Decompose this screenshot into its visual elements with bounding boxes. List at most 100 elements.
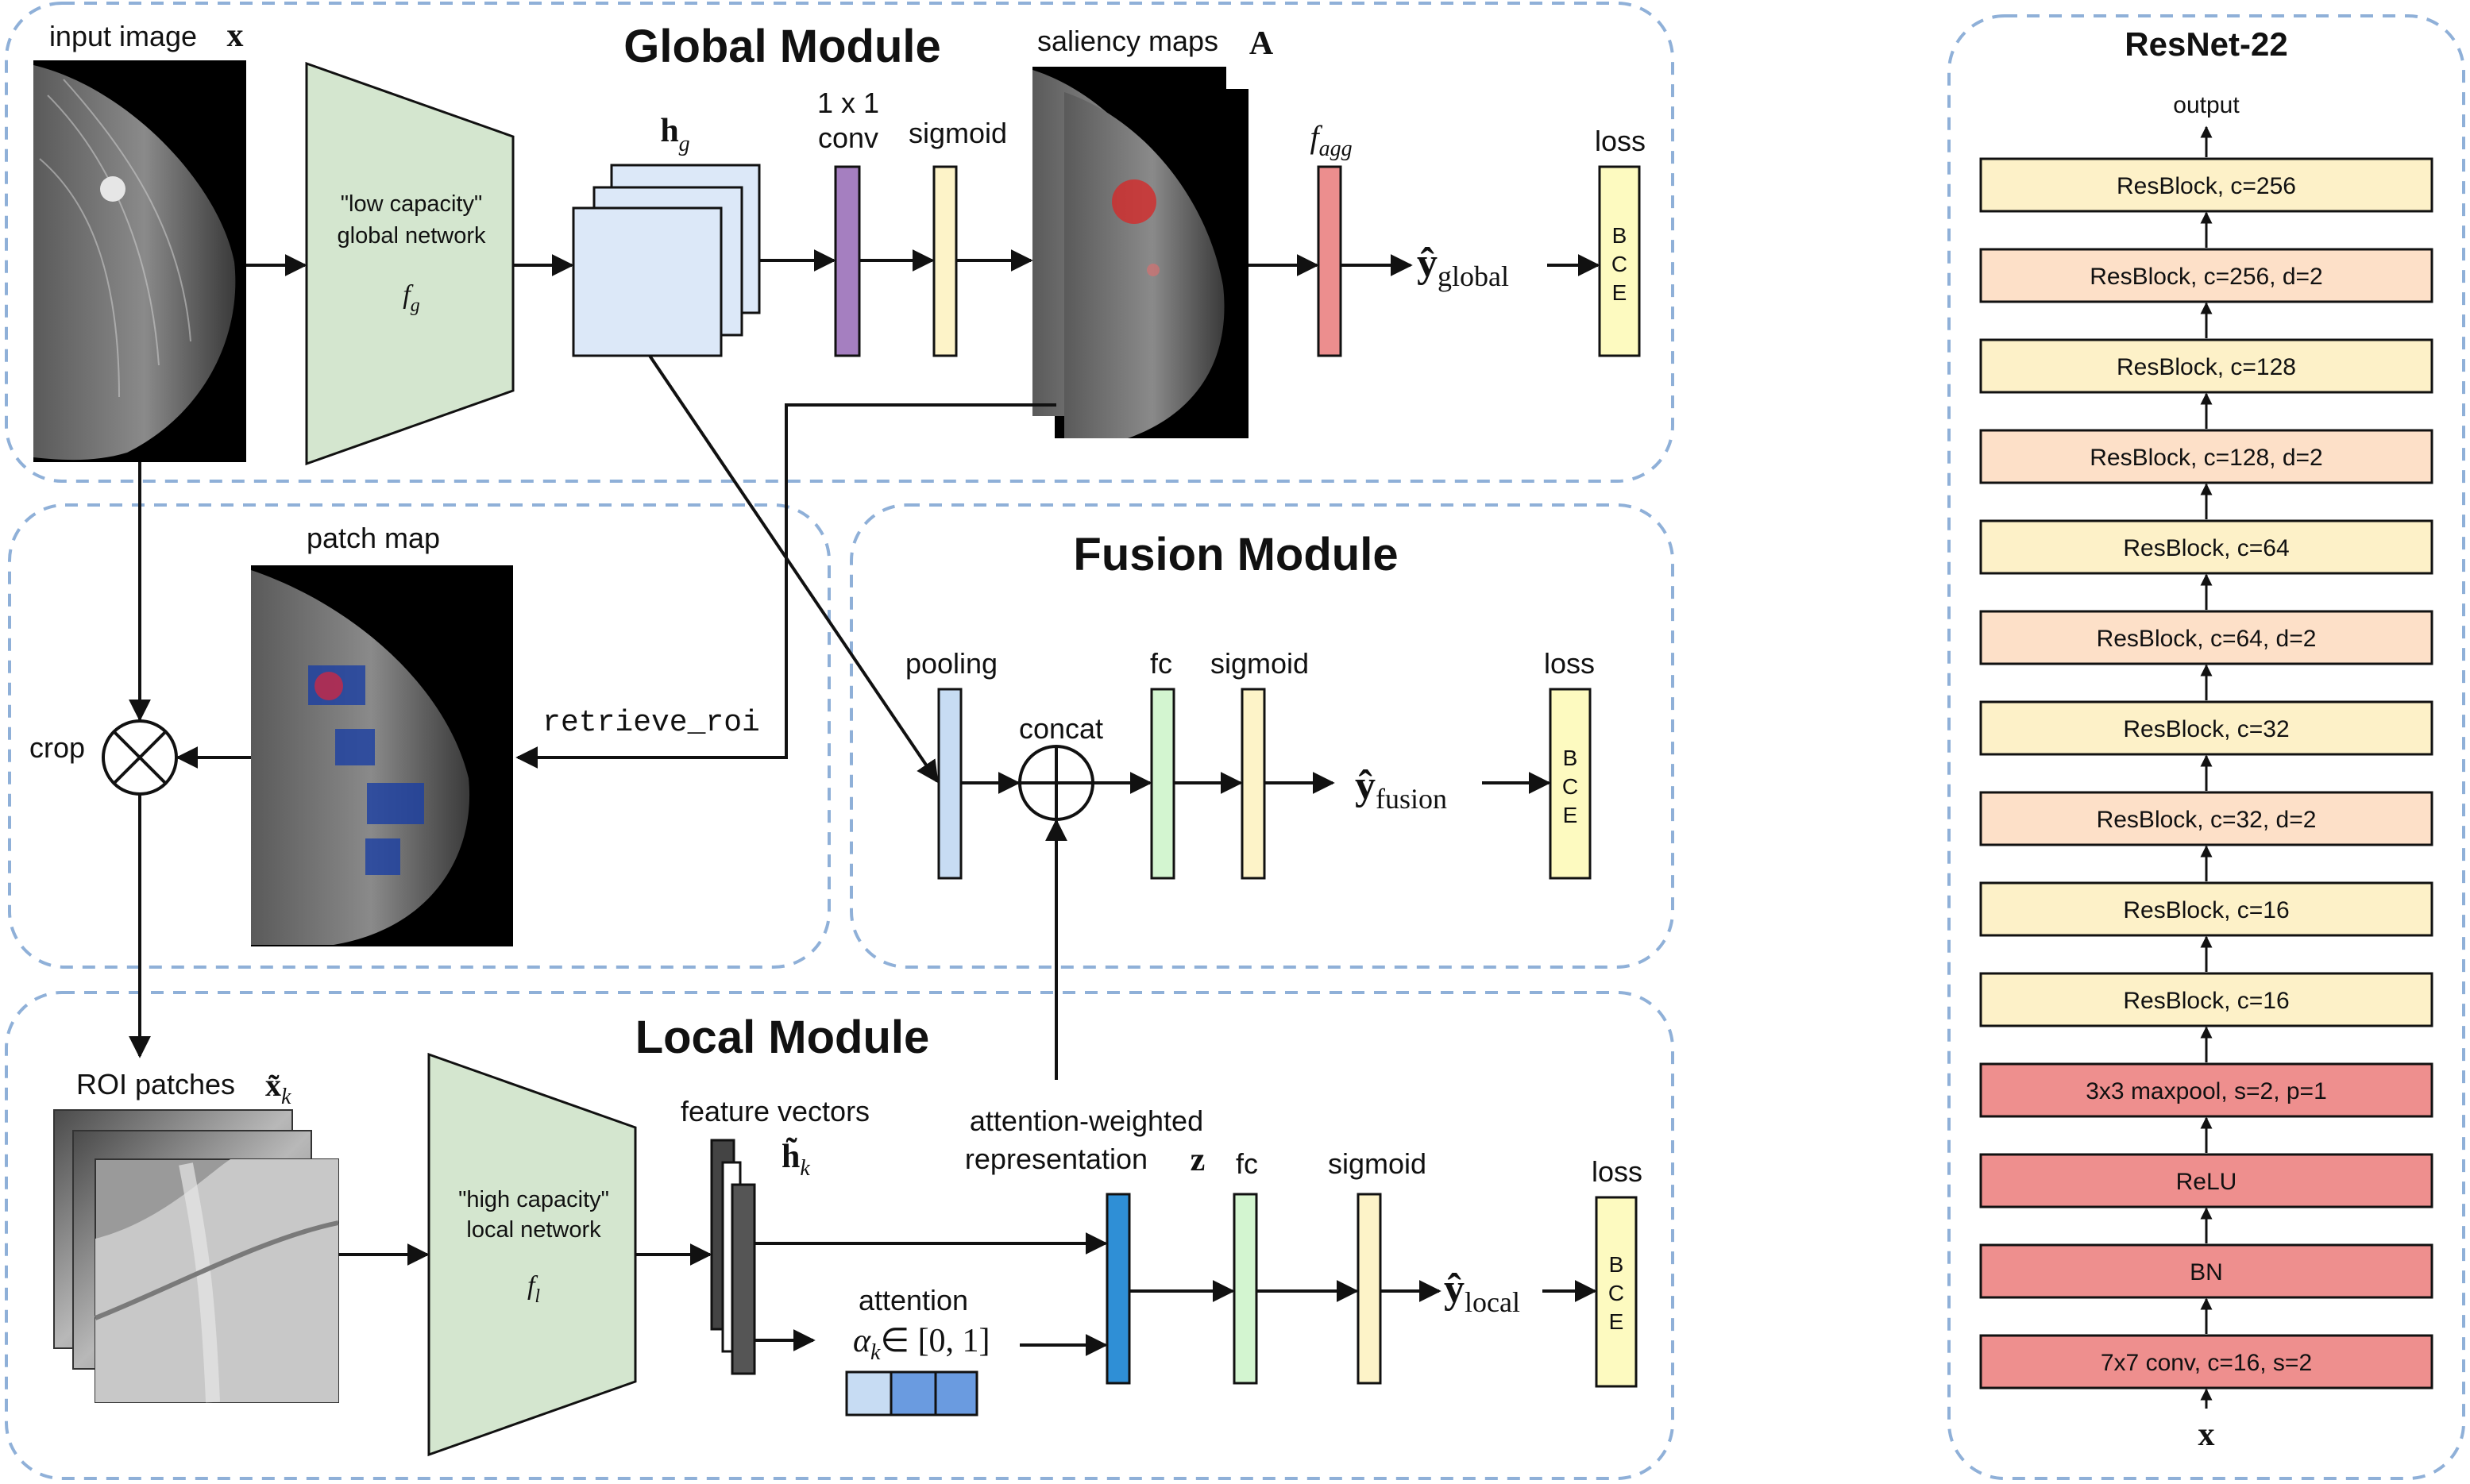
resnet-module-border <box>1947 14 2465 1480</box>
crop-label: crop <box>29 731 85 764</box>
patch-map-image <box>251 565 513 946</box>
resnet-block-label: ResBlock, c=16 <box>2123 988 2289 1014</box>
local-bce-b: B <box>1609 1252 1624 1277</box>
resnet-block-label: ResBlock, c=256, d=2 <box>2090 264 2323 290</box>
resnet-title: ResNet-22 <box>2125 25 2287 63</box>
global-bce-e: E <box>1612 280 1627 305</box>
global-bce-box <box>1598 165 1641 357</box>
attention-weights-bar <box>845 1370 978 1417</box>
feature-vector-bars <box>710 1139 756 1375</box>
fagg-bar <box>1317 165 1342 357</box>
resnet-block-label: 3x3 maxpool, s=2, p=1 <box>2086 1078 2327 1104</box>
local-network-line-1: "high capacity" <box>458 1187 609 1212</box>
resnet-output-label: output <box>2173 92 2240 118</box>
resnet-block <box>1979 610 2433 665</box>
resnet-input-symbol: x <box>2198 1417 2215 1453</box>
fusion-bce-e: E <box>1563 803 1578 827</box>
z-symbol: z <box>1191 1142 1206 1178</box>
roi-patch-images <box>53 1109 339 1403</box>
local-module-title: Local Module <box>635 1012 930 1063</box>
input-image-label: input image <box>49 20 197 52</box>
resnet-block <box>1979 1153 2433 1208</box>
arrow-saliency-to-patch-map <box>515 403 1056 769</box>
resnet-block-label: BN <box>2190 1259 2223 1285</box>
resnet-block <box>1979 700 2433 756</box>
z-representation-bar <box>1106 1193 1131 1385</box>
fusion-loss-label: loss <box>1544 647 1595 680</box>
fusion-sigmoid-bar <box>1241 688 1266 880</box>
global-network-line-1: "low capacity" <box>341 191 483 217</box>
resnet-block-label: ResBlock, c=64, d=2 <box>2097 626 2317 652</box>
resnet-block <box>1979 791 2433 846</box>
local-sigmoid-bar <box>1357 1193 1382 1385</box>
global-module-border <box>5 2 1674 483</box>
resnet-block <box>1979 248 2433 303</box>
global-network-fn: fg <box>403 280 419 316</box>
resnet-block-label: ResBlock, c=128 <box>2117 354 2296 380</box>
resnet-block <box>1979 881 2433 937</box>
retrieve-roi-label: retrieve_roi <box>542 706 760 740</box>
resnet-block <box>1979 519 2433 575</box>
conv-label-line-1: 1 x 1 <box>817 87 879 119</box>
local-sigmoid-label: sigmoid <box>1328 1147 1426 1180</box>
resnet-block-label: ResBlock, c=256 <box>2117 173 2296 199</box>
pooling-bar <box>937 688 963 880</box>
local-module-border <box>5 991 1674 1480</box>
concat-label: concat <box>1019 712 1103 745</box>
fusion-sigmoid-label: sigmoid <box>1210 647 1309 680</box>
fusion-bce-b: B <box>1563 746 1578 770</box>
resnet-block <box>1979 972 2433 1027</box>
local-bce-c: C <box>1608 1281 1624 1305</box>
hk-symbol: h̃k <box>782 1137 810 1181</box>
resnet-block <box>1979 429 2433 484</box>
global-module-title: Global Module <box>623 21 941 72</box>
pooling-label: pooling <box>905 647 998 680</box>
concat-plus-operator <box>1018 745 1094 821</box>
local-loss-label: loss <box>1592 1155 1642 1188</box>
global-network-block <box>305 61 515 466</box>
global-sigmoid-label: sigmoid <box>909 117 1007 149</box>
input-mammogram-image <box>33 60 246 462</box>
patch-map-label: patch map <box>307 522 440 554</box>
global-bce-c: C <box>1611 252 1627 276</box>
hg-symbol: hg <box>660 113 689 156</box>
roi-patches-label: ROI patches <box>76 1068 235 1100</box>
resnet-block <box>1979 1243 2433 1299</box>
resnet-block-label: ResBlock, c=32 <box>2123 716 2289 742</box>
conv-1x1-bar <box>834 165 861 357</box>
resnet-block <box>1979 157 2433 213</box>
resnet-block <box>1979 338 2433 394</box>
input-symbol: x <box>227 17 244 54</box>
attention-weighted-line-2: representation <box>965 1143 1148 1175</box>
resnet-block-label: 7x7 conv, c=16, s=2 <box>2101 1350 2312 1376</box>
resnet-block-label: ResBlock, c=32, d=2 <box>2097 807 2317 833</box>
local-bce-e: E <box>1609 1309 1624 1334</box>
conv-label-line-2: conv <box>818 121 878 154</box>
global-sigmoid-bar <box>932 165 958 357</box>
resnet-block <box>1979 1334 2433 1390</box>
hg-feature-maps <box>572 164 761 357</box>
y-global-output: ŷglobal <box>1417 241 1509 292</box>
arrow-hg-to-pooling <box>648 354 939 784</box>
local-fc-bar <box>1233 1193 1258 1385</box>
local-fc-label: fc <box>1236 1147 1258 1180</box>
global-bce-b: B <box>1612 223 1627 248</box>
local-bce-box <box>1595 1196 1638 1388</box>
local-network-line-2: local network <box>466 1217 601 1243</box>
global-network-line-2: global network <box>338 223 486 249</box>
y-local-output: ŷlocal <box>1444 1266 1520 1318</box>
alpha-formula: αk∈ [0, 1] <box>853 1323 990 1365</box>
y-fusion-output: ŷfusion <box>1355 763 1447 815</box>
feature-vectors-label: feature vectors <box>681 1095 870 1127</box>
attention-weighted-line-1: attention-weighted <box>970 1104 1203 1137</box>
saliency-symbol: A <box>1249 25 1274 62</box>
fusion-fc-bar <box>1150 688 1175 880</box>
fusion-fc-label: fc <box>1150 647 1172 680</box>
resnet-block-label: ResBlock, c=128, d=2 <box>2090 445 2323 471</box>
fagg-symbol: fagg <box>1310 119 1352 161</box>
resnet-block-label: ReLU <box>2176 1169 2237 1195</box>
crop-multiply-operator <box>102 719 178 796</box>
roi-symbol: x̃k <box>265 1067 291 1109</box>
